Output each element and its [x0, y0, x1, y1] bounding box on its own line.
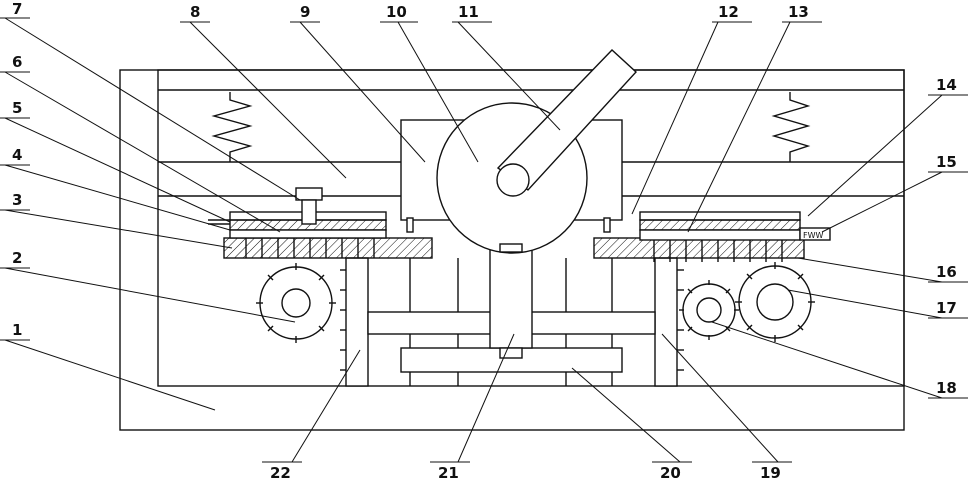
- spring-box-text: FWW: [803, 231, 824, 240]
- label-4: 4: [12, 146, 22, 164]
- label-6: 6: [12, 53, 22, 71]
- label-13: 13: [788, 3, 809, 21]
- label-22: 22: [270, 464, 291, 482]
- label-21: 21: [438, 464, 459, 482]
- bolt-shank: [302, 200, 316, 224]
- left-rack-teeth: [340, 270, 346, 370]
- label-19: 19: [760, 464, 781, 482]
- label-1: 1: [12, 321, 22, 339]
- left-base-bar: [224, 238, 432, 258]
- label-5: 5: [12, 99, 22, 117]
- central-shaft: [490, 246, 532, 348]
- top-left-spring: [214, 92, 250, 162]
- bolt-head: [296, 188, 322, 200]
- label-11: 11: [458, 3, 479, 21]
- right-large-gear: [735, 262, 815, 342]
- label-10: 10: [386, 3, 407, 21]
- label-15: 15: [936, 153, 957, 171]
- label-17: 17: [936, 299, 957, 317]
- label-18: 18: [936, 379, 957, 397]
- right-base-bar: [594, 238, 804, 258]
- top-right-spring: [774, 92, 808, 162]
- label-12: 12: [718, 3, 739, 21]
- label-14: 14: [936, 76, 957, 94]
- label-8: 8: [190, 3, 200, 21]
- crank-pin: [497, 164, 529, 196]
- label-20: 20: [660, 464, 681, 482]
- label-9: 9: [300, 3, 310, 21]
- label-16: 16: [936, 263, 957, 281]
- label-7: 7: [12, 0, 22, 18]
- left-gear: [256, 263, 336, 343]
- label-2: 2: [12, 249, 22, 267]
- right-small-gear: [679, 280, 739, 340]
- label-3: 3: [12, 191, 22, 209]
